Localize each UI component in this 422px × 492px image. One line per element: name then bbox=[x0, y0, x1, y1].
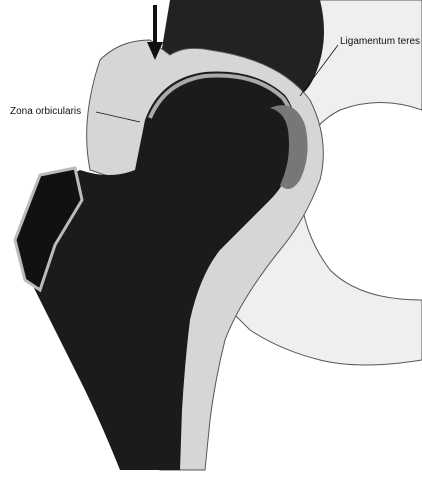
label-ligamentum-teres: Ligamentum teres bbox=[340, 37, 420, 47]
label-zona-orbicularis: Zona orbicularis bbox=[10, 107, 81, 117]
